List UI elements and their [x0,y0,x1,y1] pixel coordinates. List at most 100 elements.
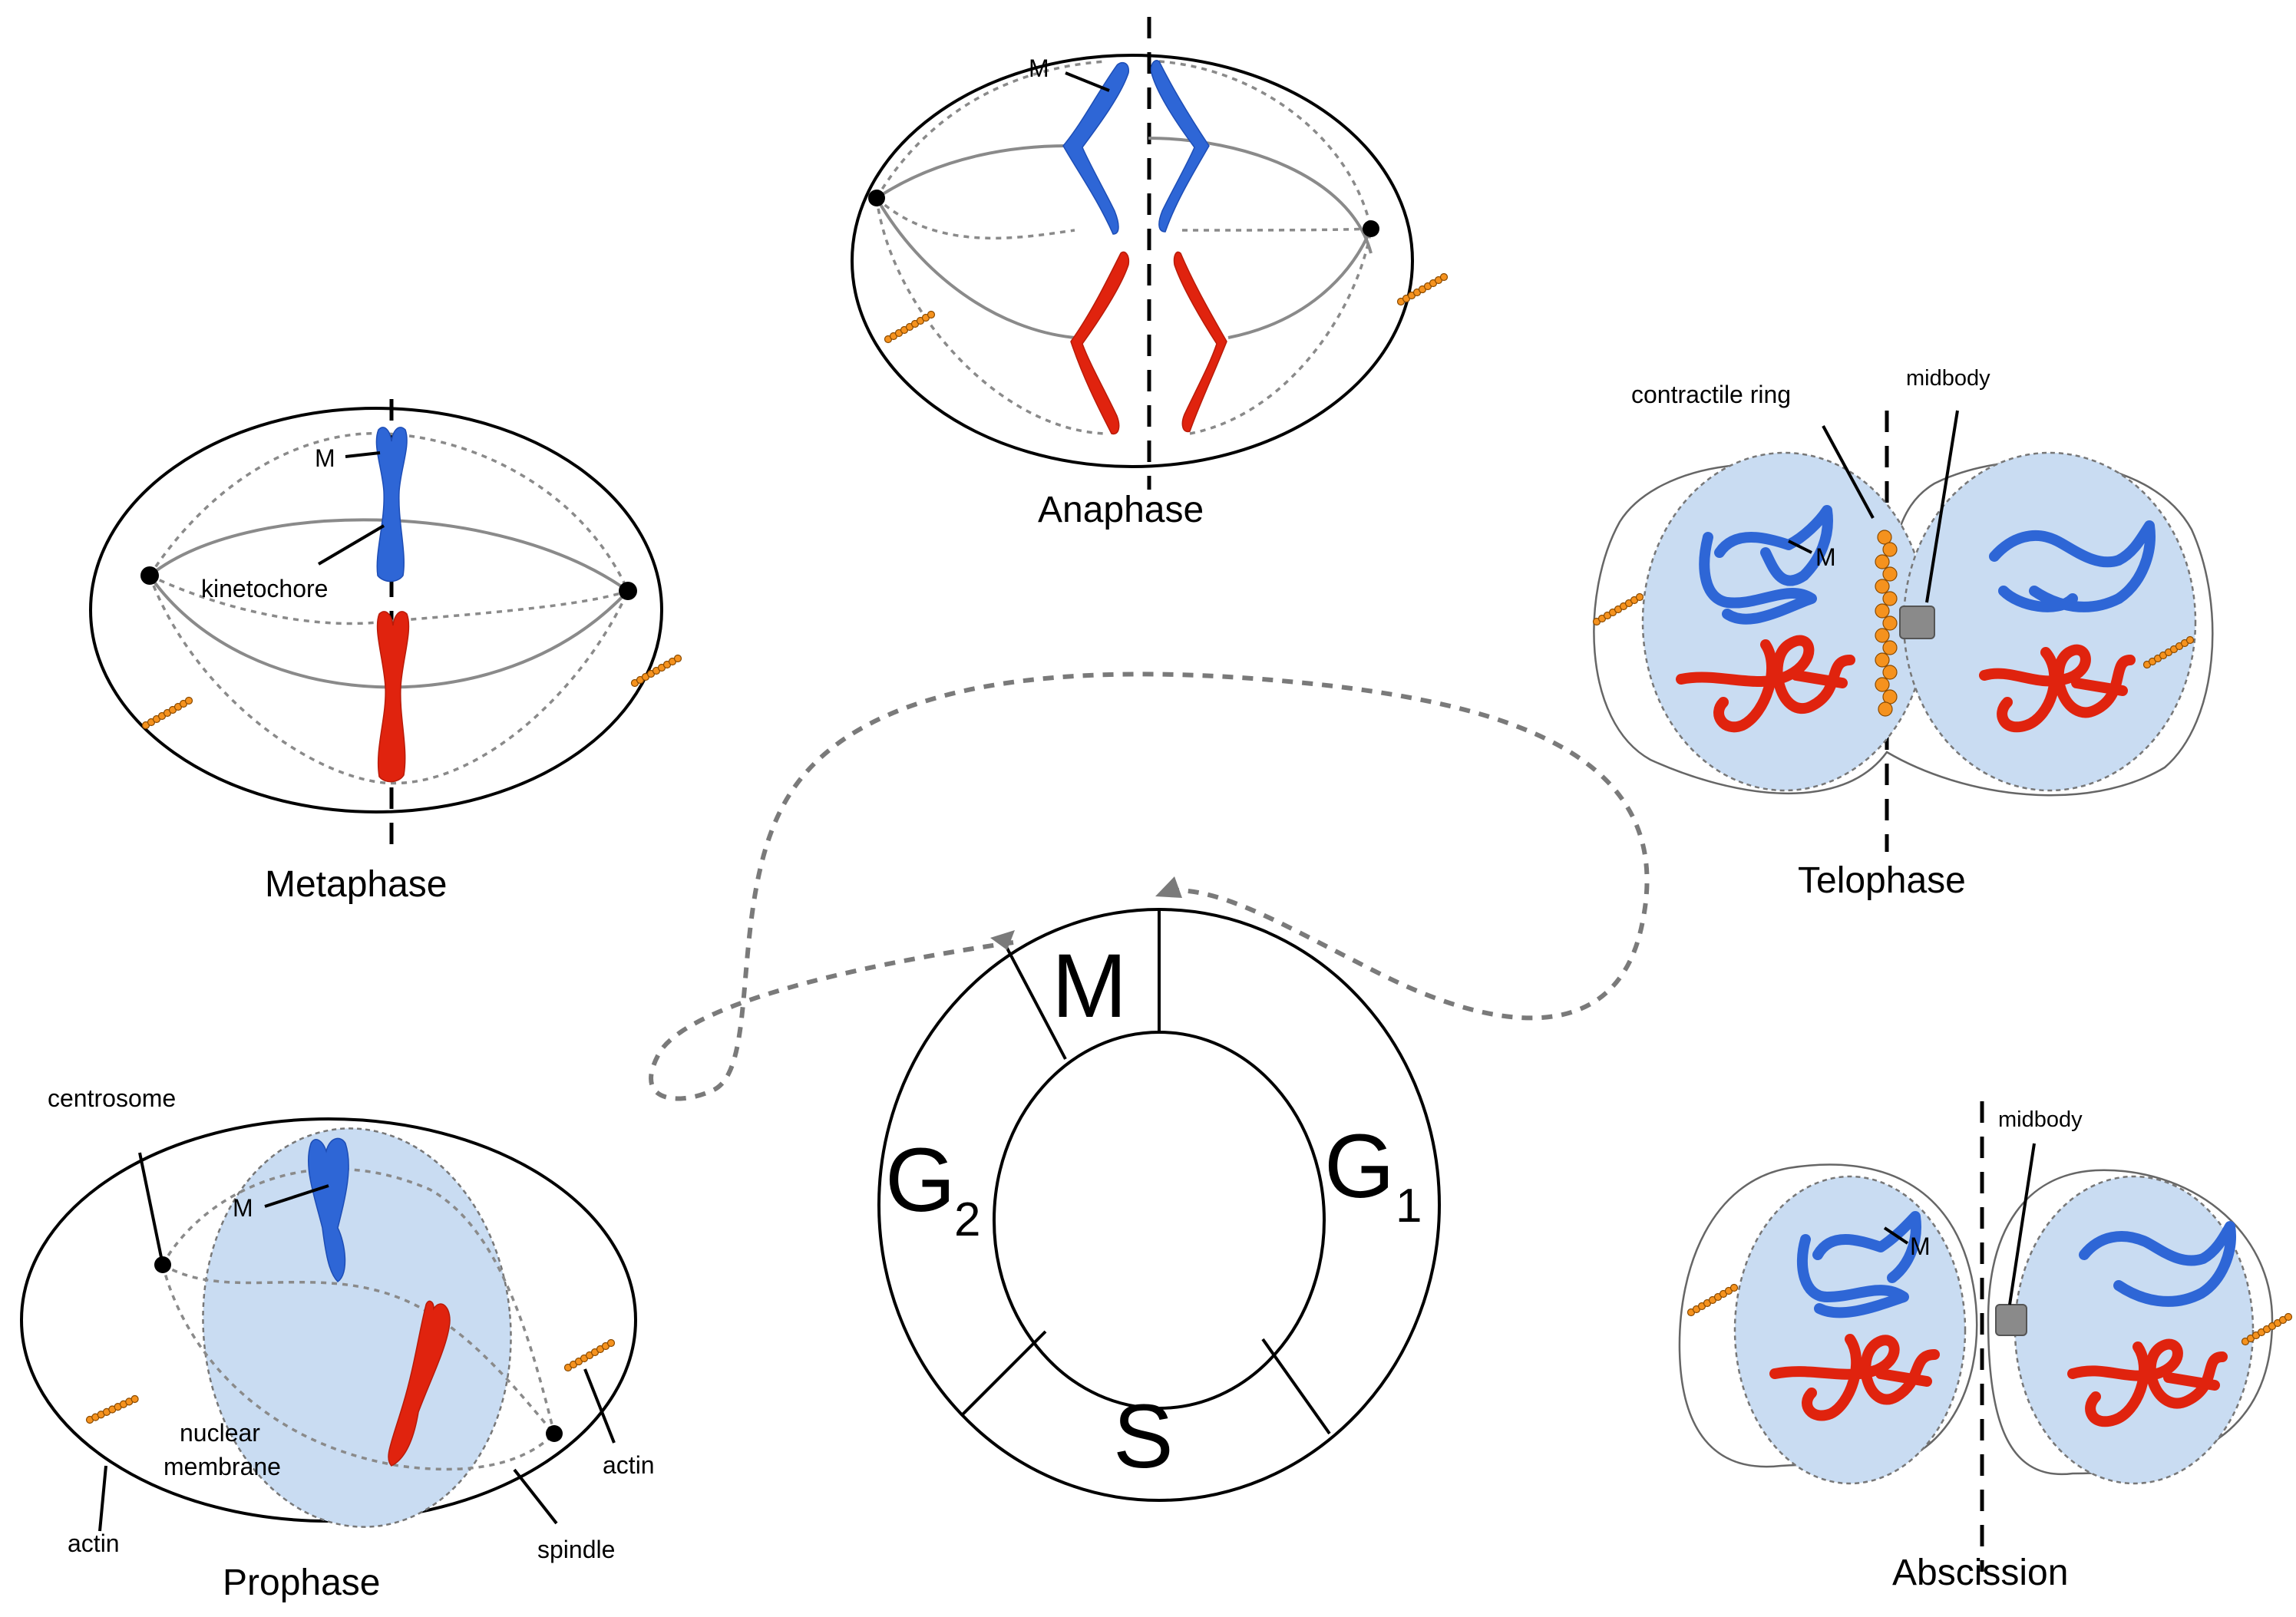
abscission-actin-left-icon [1686,1283,1739,1317]
g2-m-boundary [1003,942,1067,1060]
abscission-midbody-icon [1995,1304,2027,1336]
anaphase-red-left-chromosome [1070,251,1130,435]
prophase-actin-left-icon [85,1391,140,1428]
telophase-contractile-ring [1875,530,1898,717]
prophase-spindle-1 [161,1167,556,1434]
telophase-red-chromatin-right [1979,644,2136,733]
kinetochore-label: kinetochore [201,575,328,602]
phase-g1-label: G [1324,1116,1395,1217]
telophase-m-label: M [1815,543,1836,571]
anaphase-spindle-solid-3 [1148,137,1373,254]
telophase-actin-left-icon [1592,592,1644,626]
metaphase-centrosome-right [619,582,637,600]
metaphase-spindle-solid-bottom [148,574,629,689]
abscission-midbody-label: midbody [1998,1107,2083,1132]
phase-g2-subscript: 2 [954,1193,980,1246]
metaphase-centrosome-left [140,566,159,585]
telophase-cell: contractile ring midbody M Telophase [1592,366,2214,901]
prophase-title: Prophase [223,1563,380,1603]
spindle-label: spindle [537,1536,615,1563]
anaphase-spindle-dot-2 [875,196,1075,240]
anaphase-m-leader [1065,71,1110,92]
anaphase-spindle-solid-2 [875,197,1075,339]
abscission-nucleus-right [2014,1175,2255,1485]
telophase-blue-chromatin-left [1699,505,1833,625]
anaphase-spindle-dot-4 [1158,60,1373,229]
metaphase-red-chromosome [376,611,410,783]
abscission-midbody-leader [2008,1143,2036,1305]
prophase-red-chromosome [388,1300,451,1467]
telophase-red-chromatin-left [1676,635,1855,733]
centrosome-leader [138,1152,164,1266]
phase-m-label: M [1052,936,1127,1037]
phase-g1-subscript: 1 [1396,1180,1422,1233]
telophase-title: Telophase [1798,860,1966,901]
prophase-spindle-3 [161,1264,556,1471]
metaphase-actin-right-icon [630,654,682,688]
anaphase-cell: M Anaphase [851,17,1449,530]
telophase-midbody-leader [1925,410,1959,603]
abscission-red-chromatin-right [2067,1338,2228,1427]
telophase-midbody-icon [1899,606,1935,639]
abscission-blue-chromatin-left [1796,1211,1921,1318]
prophase-actin-left-label: actin [68,1530,120,1557]
prophase-actin-right-label: actin [603,1451,655,1479]
prophase-m-label: M [233,1194,253,1222]
abscission-title: Abscission [1892,1553,2068,1593]
s-g1-boundary [1261,1338,1331,1435]
nuclear-membrane-label-1: nuclear [180,1419,260,1447]
anaphase-m-label: M [1029,54,1049,82]
anaphase-spindle-solid-4 [1227,228,1373,339]
metaphase-blue-chromosome [375,427,408,582]
cycle-inner-ring [993,1031,1326,1410]
telophase-blue-chromatin-right [1989,520,2156,612]
prophase-actin-left-leader [98,1465,107,1532]
m-phase-loop-path [649,672,1650,1101]
telophase-midbody-label: midbody [1906,366,1990,391]
metaphase-spindle-solid-top [148,518,629,592]
kinetochore-leader [317,524,385,566]
anaphase-blue-left-chromosome [1062,61,1129,235]
prophase-cell: centrosome M nuclear membrane actin acti… [20,1084,655,1603]
metaphase-m-label: M [315,444,335,472]
telophase-m-leader [1788,540,1812,554]
contractile-ring-label: contractile ring [1631,381,1791,408]
anaphase-centrosome-left [868,190,885,206]
anaphase-title: Anaphase [1038,490,1204,530]
abscission-m-leader [1883,1226,1909,1245]
cell-cycle-wheel: M G 2 G 1 S [877,908,1441,1502]
prophase-actin-right-icon [563,1338,616,1372]
anaphase-spindle-dot-5 [1181,227,1372,232]
anaphase-centrosome-right [1363,220,1379,237]
abscission-m-label: M [1910,1233,1931,1260]
anaphase-actin-left-icon [884,310,936,344]
loop-arrow-g2-icon [990,930,1015,950]
anaphase-spindle-dot-3 [875,197,1106,435]
anaphase-membrane [851,54,1414,468]
phase-s-label: S [1113,1386,1174,1487]
metaphase-title: Metaphase [265,864,448,905]
anaphase-red-right-chromosome [1173,251,1227,433]
telophase-nucleus-right [1902,451,2197,792]
loop-arrow-m-icon [1155,876,1182,898]
prophase-spindle-2 [162,1263,556,1435]
metaphase-membrane [89,407,663,813]
metaphase-spindle-dot-3 [148,575,629,785]
m-phase-loop [649,672,1650,1101]
prophase-nucleus [202,1127,512,1528]
abscission-nucleus-left [1733,1175,1967,1485]
abscission-cell: midbody M Abscission [1678,1101,2293,1593]
centrosome-label: centrosome [48,1084,176,1112]
abscission-blue-chromatin-right [2079,1221,2236,1307]
prophase-blue-chromosome [308,1137,349,1282]
metaphase-m-leader [345,451,381,458]
spindle-leader [513,1468,558,1525]
abscission-membrane-right [1987,1169,2274,1476]
prophase-actin-right-leader [583,1368,616,1444]
nuclear-membrane-label-2: membrane [164,1453,281,1480]
anaphase-blue-right-chromosome [1150,60,1210,233]
abscission-red-chromatin-left [1769,1334,1940,1421]
anaphase-spindle-solid-1 [875,144,1068,200]
metaphase-actin-left-icon [141,696,193,730]
